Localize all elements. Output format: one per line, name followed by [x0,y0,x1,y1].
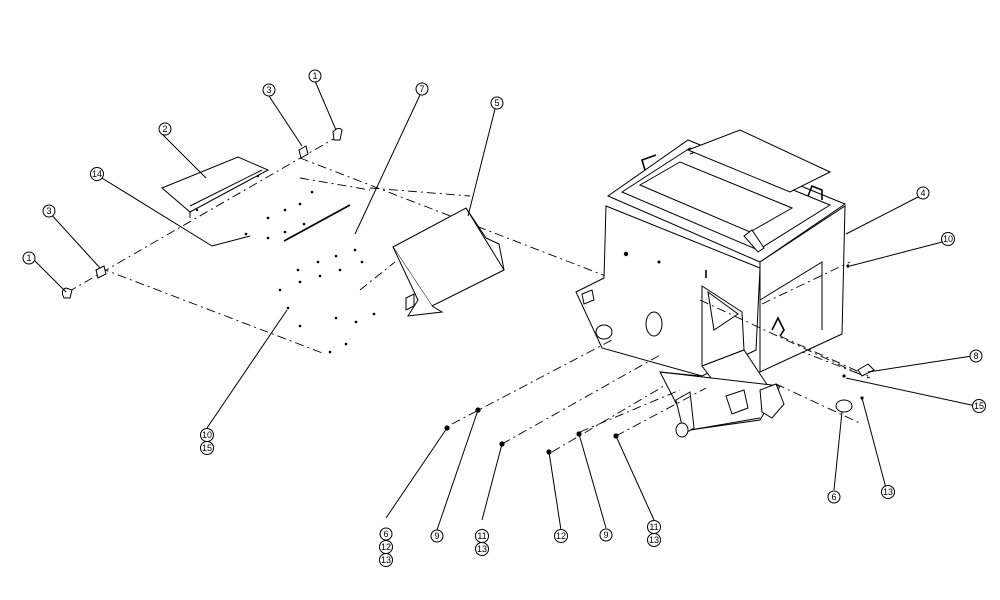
callout-6-right: 6 [827,490,841,504]
callout-stack-6-12-13: 6 12 13 [379,527,393,567]
callout-label: 9 [603,530,608,540]
callout-10-left: 10 [200,428,214,442]
callout-7: 7 [415,82,429,96]
callout-label: 14 [92,169,102,179]
hopper-side-panel [759,205,846,373]
part-5-deflector [392,207,505,317]
callout-label: 15 [202,443,212,453]
callout-4: 4 [916,186,930,200]
callout-label: 6 [831,492,836,502]
part-3-clip-left [95,265,107,279]
part-6-washer [835,399,853,413]
callout-12-bottom: 12 [554,529,568,543]
callout-label: 3 [46,206,51,216]
callout-2: 2 [158,122,172,136]
callout-label: 13 [381,555,391,565]
assembly-lines-left [67,137,871,379]
callout-label: 2 [162,124,167,134]
callout-label: 9 [434,531,439,541]
callout-8: 8 [969,349,983,363]
callout-3-left: 3 [42,204,56,218]
assembly-lines-right [451,261,869,453]
callout-label: 11 [649,522,658,532]
callout-15-right: 15 [972,399,986,413]
callout-label: 11 [477,531,486,541]
callout-1-left: 1 [22,251,36,265]
callout-label: 13 [649,535,659,545]
callout-label: 6 [383,529,388,539]
callout-15-left: 15 [200,441,214,455]
right-assembly-hopper [444,129,875,455]
callout-13-right: 13 [881,485,895,499]
callout-9-right: 9 [599,528,613,542]
part-1-handle-top [332,127,343,141]
callout-stack-11-13-left: 11 13 [475,529,489,556]
part-2-cover-plate [161,156,270,218]
callout-label: 8 [973,351,978,361]
part-7-rod [283,204,351,242]
callout-label: 4 [920,188,925,198]
callout-label: 1 [312,71,317,81]
callout-5: 5 [490,96,504,110]
callout-label: 10 [943,234,953,244]
callout-10-right: 10 [941,232,955,246]
callout-label: 15 [974,401,984,411]
callout-label: 1 [26,253,31,263]
callout-14: 14 [90,167,104,181]
callout-3-top: 3 [262,83,276,97]
callout-label: 5 [494,98,499,108]
callout-label: 13 [883,487,893,497]
part-3-clip-top [298,145,309,159]
callout-1-top: 1 [308,69,322,83]
leader-lines [33,80,977,531]
callout-stack-11-13-right: 11 13 [647,520,661,547]
callout-label: 12 [381,542,391,552]
callout-9-left: 9 [430,529,444,543]
plate-fastener-holes [244,190,376,354]
part-8-bracket [857,363,875,377]
callout-label: 7 [419,84,424,94]
callout-label: 3 [266,85,271,95]
callout-label: 10 [202,430,212,440]
callout-label: 12 [556,531,566,541]
callout-label: 13 [477,544,487,554]
